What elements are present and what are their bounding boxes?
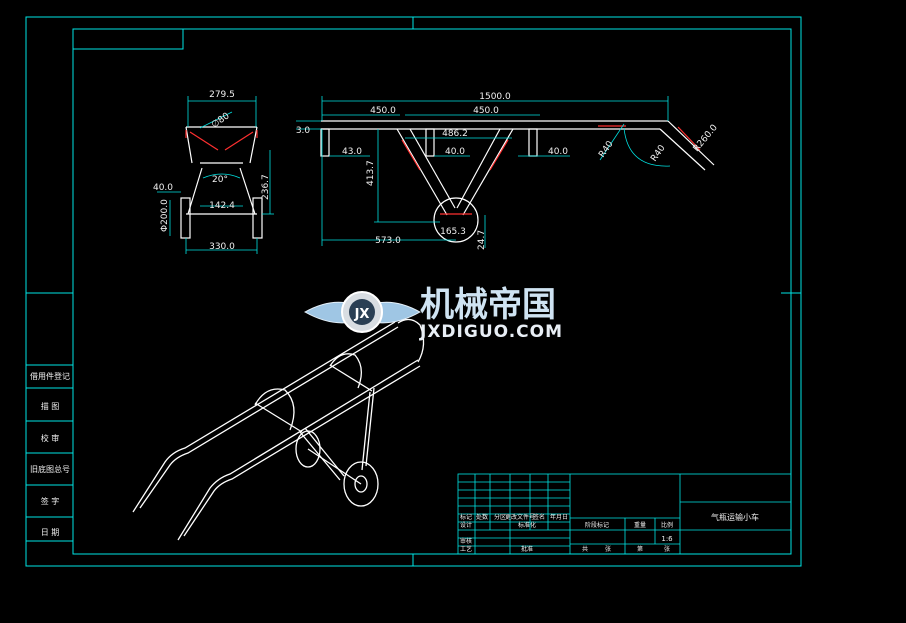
tb-row-sign: 签名 [533,513,545,521]
tb-row-date: 年月日 [550,513,568,521]
drawing-scale: 1:6 [661,535,673,543]
tb-header-stage: 阶段标记 [585,521,609,529]
front-width-label: 279.5 [209,90,235,100]
sheet-frame [25,16,802,567]
side-label-2: 描 图 [41,401,60,411]
front-inner-label: 142.4 [209,201,235,211]
tb-role-design: 设计 [460,521,472,529]
tb-row-change: 更改文件号 [505,513,535,521]
front-wheel-diameter-label: Φ200.0 [160,199,170,232]
side-label-5: 签 字 [41,496,60,506]
side-arc-label: 165.3 [440,227,466,237]
side-left-thickness-label: 3.0 [296,126,311,136]
side-mid-label: 486.2 [442,129,468,139]
tb-sheet-unit2: 张 [664,545,670,553]
side-label-3: 校 审 [41,433,60,443]
side-vert-label: 24.7 [477,230,487,250]
tb-role-process: 工艺 [460,545,472,553]
tb-sheet-unit1: 张 [605,545,611,553]
side-c-label: 40.0 [548,147,568,157]
side-label-6: 日 期 [41,528,60,537]
front-view: 279.5 20° 142.4 330.0 40.0 Φ200.0 236.7 … [153,90,274,254]
side-diag-label: R260.0 [692,123,720,154]
side-573-label: 573.0 [375,236,401,246]
side-total-label: 1500.0 [479,92,511,102]
side-ra-label: R40 [597,139,616,159]
title-block [457,473,792,555]
front-right-height-label: 236.7 [261,174,271,200]
side-seg1-label: 450.0 [370,106,396,116]
drawing-title: 气瓶运输小车 [711,512,759,522]
side-label-1: 借用件登记 [30,371,70,381]
side-label-4: 旧底图总号 [30,464,70,474]
side-rb-label: R40 [649,143,668,163]
watermark: JX 机械帝国 JXDIGUO.COM [303,285,563,342]
front-angle-label: 20° [212,175,228,185]
tb-row-count: 处数 [476,513,488,521]
title-block-texts: 气瓶运输小车 1:6 阶段标记 重量 比例 标记 处数 分区 更改文件号 签名 … [460,512,759,553]
tb-row-zone: 分区 [494,513,506,521]
front-left-height-label: 40.0 [153,183,173,193]
front-bottom-label: 330.0 [209,242,235,252]
logo-mark: JX [354,307,370,322]
tb-sheet-no: 第 [637,545,643,553]
tb-sheet-total: 共 [582,545,588,553]
tb-header-weight: 重量 [634,521,646,529]
tb-row-mark: 标记 [460,513,472,521]
watermark-cn: 机械帝国 [420,285,556,325]
side-b-label: 40.0 [445,147,465,157]
side-seg2-label: 450.0 [473,106,499,116]
side-label-texts: 借用件登记 描 图 校 审 旧底图总号 签 字 日 期 [30,371,70,537]
tb-role-standard: 标准化 [518,521,536,529]
side-label-column [25,364,74,542]
side-height-label: 413.7 [366,160,376,186]
tb-role-review: 审核 [460,537,472,545]
tb-header-scale: 比例 [661,521,673,529]
tb-role-approve: 批准 [521,545,533,553]
side-view: 1500.0 450.0 450.0 486.2 3.0 43.0 40.0 4… [296,92,720,250]
isometric-view [132,318,425,541]
side-a-label: 43.0 [342,147,362,157]
watermark-en: JXDIGUO.COM [419,322,563,342]
